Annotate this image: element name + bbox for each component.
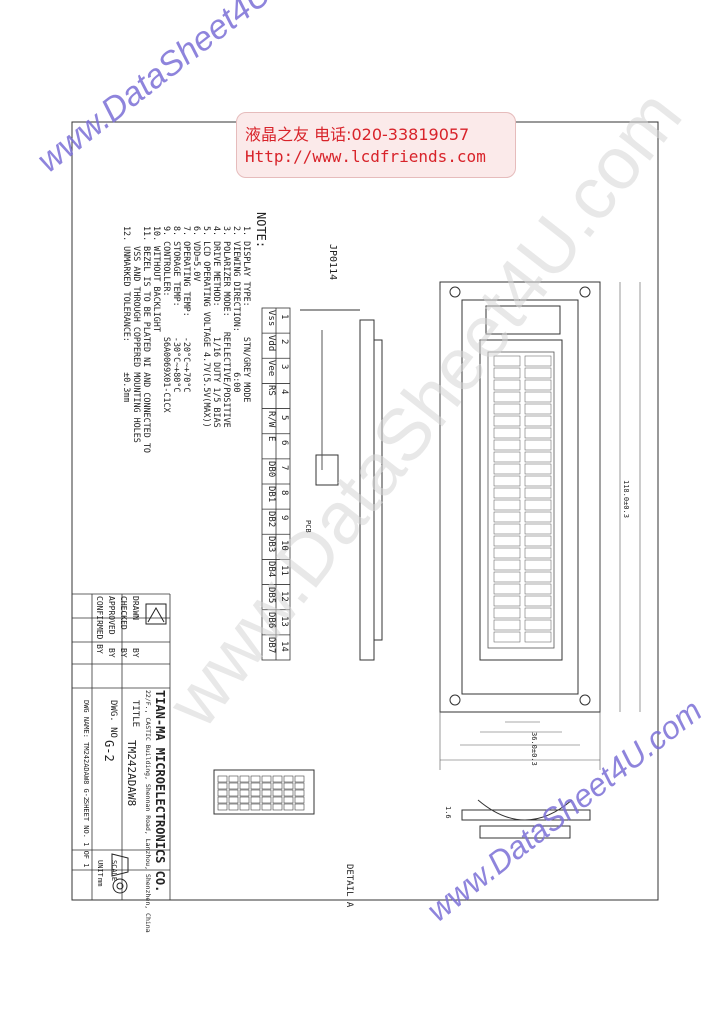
- pin-number: 13: [279, 615, 289, 627]
- note-item: 9. CONTROLLER: S6A0069X01-C1CX: [162, 226, 172, 413]
- mounting-hole: [449, 286, 461, 298]
- title-block: [72, 593, 171, 900]
- company-address: 22/F., CASTIC Building, Shennan Road, La…: [144, 690, 152, 933]
- title-value: TM242ADAW8: [125, 740, 138, 807]
- notes-heading: NOTE:: [254, 212, 268, 249]
- drawn-label: DRAWN: [131, 596, 140, 621]
- detail-a: [213, 769, 315, 815]
- pin-number: 4: [279, 389, 289, 395]
- mounting-hole: [579, 286, 591, 298]
- pin-signal: DB5: [266, 586, 276, 603]
- note-item: 10. WITHOUT BACKLIGHT: [152, 226, 162, 332]
- stamp-phone: 液晶之友 电话:020-33819057: [245, 125, 470, 144]
- connector-pins: [485, 305, 561, 335]
- dim-right: 118.0±0.3: [622, 480, 630, 518]
- lcdfriends-stamp: 液晶之友 电话:020-33819057 Http://www.lcdfrien…: [236, 112, 516, 178]
- pin-signal: DB7: [266, 636, 276, 654]
- dimension-lines: [439, 282, 641, 770]
- mounting-hole: [579, 694, 591, 706]
- note-item: 3. POLARIZER MODE: REFLECTIVE/POSITIVE: [222, 226, 232, 428]
- pin-signal: DB6: [266, 611, 276, 628]
- connector-label: JP0114: [327, 244, 338, 281]
- pin-number: 1: [279, 314, 289, 320]
- checked-by: BY: [119, 648, 128, 658]
- thickness-label: 1.6: [444, 806, 452, 819]
- bottom-profile: [461, 809, 591, 821]
- bezel-outline: [461, 299, 579, 695]
- pin-signal: Vdd: [266, 335, 276, 352]
- pin-number: 8: [279, 490, 289, 496]
- pin-number: 2: [279, 339, 289, 345]
- confirmed-label: CONFIRMED BY: [95, 596, 104, 654]
- company-name: TIAN-MA MICROELECTRONICS CO.: [153, 690, 167, 893]
- active-area: [487, 351, 555, 649]
- pin-signal: Vss: [266, 310, 276, 327]
- projection-symbol-icon: [111, 853, 129, 894]
- checked-label: CHECKED: [119, 596, 128, 630]
- note-item: 1. DISPLAY TYPE: STN/GREY MODE: [242, 226, 252, 403]
- pin-signal: DB1: [266, 486, 276, 503]
- character-cells: [493, 355, 552, 643]
- note-item: 5. LCD OPERATING VOLTAGE 4.7V(5.5V(MAX)): [202, 226, 212, 428]
- approved-label: APPROVED: [107, 596, 116, 635]
- note-item: 2. VIEWING DIRECTION: 6:00: [232, 226, 242, 393]
- pin-number: 11: [279, 565, 289, 577]
- note-item: 11. BEZEL IS TO BE PLATED NI AND CONNECT…: [142, 226, 152, 453]
- dwg-label: DWG. NO: [108, 700, 118, 738]
- stamp-url[interactable]: Http://www.lcdfriends.com: [245, 147, 486, 166]
- note-item: 7. OPERATING TEMP: -20°C~+70°C: [182, 226, 192, 393]
- pin-signal: DB0: [266, 460, 276, 478]
- pin-signal: DB4: [266, 561, 276, 578]
- dim-total: 36.0±0.3: [530, 732, 538, 766]
- detail-label: DETAIL A: [344, 864, 354, 908]
- mounting-hole: [449, 694, 461, 706]
- connector-side: [315, 454, 339, 486]
- pin-signal: DB3: [266, 536, 276, 553]
- pin-number: 10: [279, 540, 289, 552]
- note-item: 6. VDD=5.0V: [192, 226, 202, 282]
- note-item: 12. UNMARKED TOLERANCE: ±0.3mm: [122, 226, 132, 403]
- note-item: 8. STORAGE TEMP: -30°C~+80°C: [172, 226, 182, 393]
- viewing-area: [479, 339, 563, 661]
- pin-number: 14: [279, 640, 289, 652]
- unit-value: mm: [96, 878, 104, 887]
- pin-number: 3: [279, 364, 289, 370]
- approved-by: BY: [107, 648, 116, 658]
- pin-signal: E: [266, 435, 276, 442]
- pcb-label: PCB: [304, 520, 312, 533]
- pin-number: 9: [279, 515, 289, 521]
- sheet-no: SHEET NO. 1 OF 1: [82, 800, 90, 868]
- pin-number: 5: [279, 414, 289, 420]
- pin-number: 7: [279, 464, 289, 471]
- company-logo-icon: [145, 603, 167, 625]
- dwg-name: DWG NAME: TM242ADAW8 G-2: [82, 700, 90, 802]
- unit-label: UNIT: [96, 860, 104, 877]
- note-item: VSS AND THROUGH COPPERED MOUNTING HOLES: [132, 226, 142, 443]
- pin-signal: DB2: [266, 511, 276, 528]
- title-label: TITLE: [130, 700, 140, 728]
- pin-signal: R/W: [266, 410, 276, 427]
- pin-signal: RS: [266, 385, 276, 397]
- dwg-value: G-2: [102, 740, 116, 762]
- pin-signal: Vee: [266, 360, 276, 377]
- pin-number: 12: [279, 590, 289, 602]
- note-item: 4. DRIVE METHOD: 1/16 DUTY 1/5 BIAS: [212, 226, 222, 428]
- pin-number: 6: [279, 439, 289, 446]
- drawn-by: BY: [131, 648, 140, 658]
- scale-label: SCALE: [110, 860, 118, 882]
